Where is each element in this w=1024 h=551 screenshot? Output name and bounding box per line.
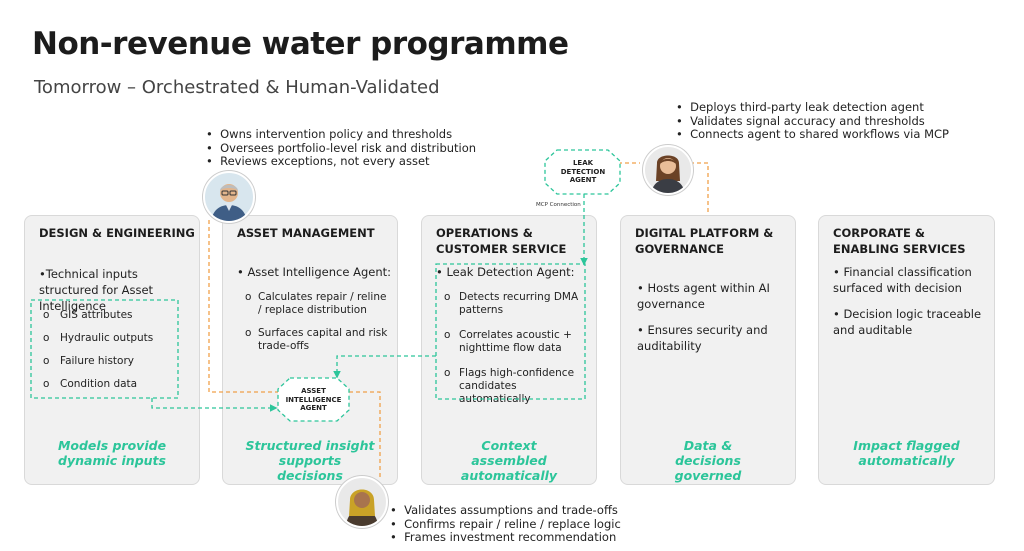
card-title: OPERATIONS & CUSTOMER SERVICE <box>436 226 567 256</box>
analyst-bullets: • Validates assumptions and trade-offs •… <box>390 503 621 544</box>
sub-item: Flags high-confidence candidates automat… <box>459 367 575 405</box>
card-caption: Impact flagged automatically <box>853 438 960 468</box>
page-subtitle: Tomorrow – Orchestrated & Human-Validate… <box>34 77 440 98</box>
card-bullet: • Ensures security and auditability <box>637 323 768 353</box>
page-title: Non-revenue water programme <box>32 26 569 62</box>
platform-bullets: • Deploys third-party leak detection age… <box>676 100 949 141</box>
card-corporate: CORPORATE & ENABLING SERVICES • Financia… <box>818 215 995 485</box>
manager-bullets: • Owns intervention policy and threshold… <box>206 127 477 168</box>
platform-avatar <box>643 145 693 195</box>
card-title: DESIGN & ENGINEERING <box>39 226 195 240</box>
sub-mark: o <box>444 291 451 303</box>
sub-mark: o <box>245 291 252 303</box>
design-subs-frame <box>30 299 179 399</box>
card-title: CORPORATE & ENABLING SERVICES <box>833 226 966 256</box>
sub-mark: o <box>444 367 451 379</box>
card-caption: Models provide dynamic inputs <box>57 438 167 468</box>
card-operations: OPERATIONS & CUSTOMER SERVICE • Leak Det… <box>421 215 597 485</box>
card-caption: Data & decisions governed <box>674 438 742 483</box>
sub-item: Correlates acoustic + nighttime flow dat… <box>459 329 572 354</box>
card-title: ASSET MANAGEMENT <box>237 226 375 240</box>
analyst-connector <box>349 391 381 478</box>
leak-agent-shape <box>544 149 621 195</box>
person-icon <box>211 184 247 221</box>
person-icon <box>651 155 685 193</box>
card-bullet: •Technical inputs structured for Asset I… <box>39 267 154 313</box>
manager-connector <box>208 220 278 393</box>
card-bullet: • Decision logic traceable and auditable <box>833 307 982 337</box>
card-bullet: • Financial classification surfaced with… <box>833 265 972 295</box>
operations-frame <box>435 263 586 400</box>
card-bullet: • Hosts agent within AI governance <box>637 281 770 311</box>
manager-avatar <box>203 171 255 223</box>
card-caption: Context assembled automatically <box>460 438 558 483</box>
asset-agent-shape <box>277 377 350 422</box>
card-bullet: • Leak Detection Agent: <box>436 265 575 279</box>
mcp-connection-label: MCP Connection <box>536 202 581 208</box>
sub-mark: o <box>444 329 451 341</box>
sub-item: Calculates repair / reline / replace dis… <box>258 291 387 316</box>
sub-item: Detects recurring DMA patterns <box>459 291 579 316</box>
platform-connector-right <box>690 162 709 215</box>
card-design-engineering: DESIGN & ENGINEERING •Technical inputs s… <box>24 215 200 485</box>
card-caption: Structured insight supports decisions <box>245 438 375 483</box>
analyst-avatar <box>336 476 388 528</box>
card-bullet: • Asset Intelligence Agent: <box>237 265 392 279</box>
person-icon <box>346 489 378 526</box>
sub-mark: o <box>245 327 252 339</box>
card-digital-platform: DIGITAL PLATFORM & GOVERNANCE • Hosts ag… <box>620 215 796 485</box>
sub-item: Surfaces capital and risk trade-offs <box>258 327 388 352</box>
arrow-design-to-agent <box>151 398 278 412</box>
card-title: DIGITAL PLATFORM & GOVERNANCE <box>635 226 774 256</box>
arrow-operations-to-agent <box>333 355 436 379</box>
card-asset-management: ASSET MANAGEMENT • Asset Intelligence Ag… <box>222 215 398 485</box>
